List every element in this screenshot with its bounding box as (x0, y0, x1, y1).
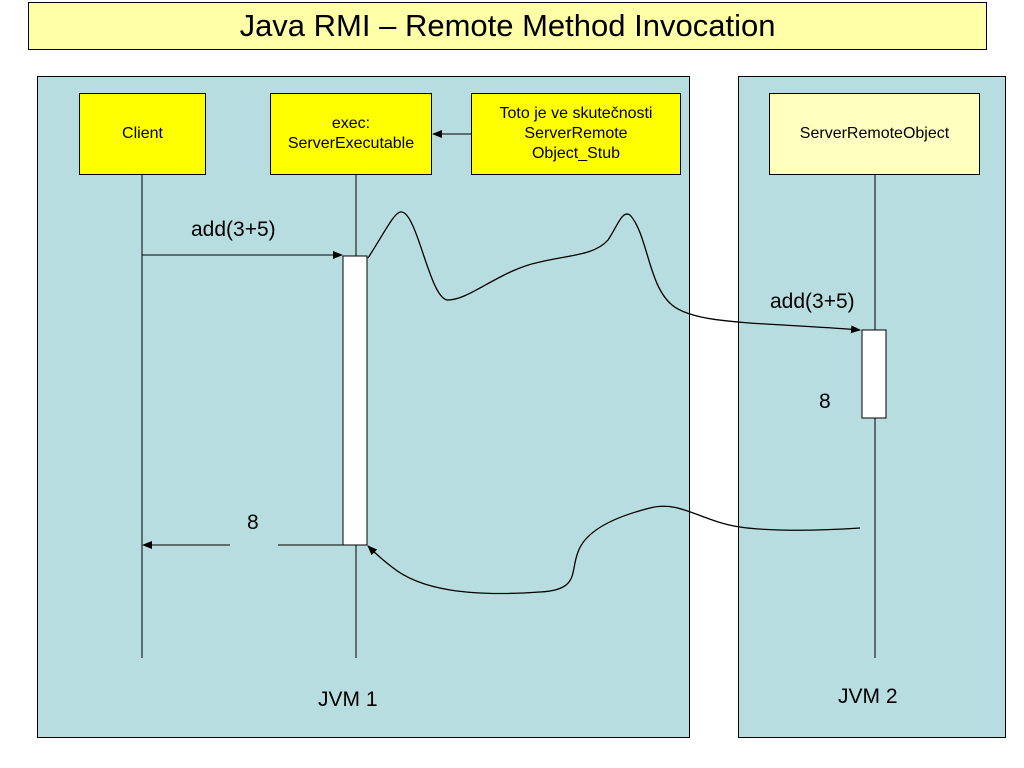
page-title-text: Java RMI – Remote Method Invocation (239, 8, 776, 43)
client-result-label: 8 (247, 511, 259, 534)
server-activation-bar (861, 329, 887, 419)
return-label-gap (230, 544, 278, 547)
jvm2-label: JVM 2 (838, 685, 898, 708)
stub-box: Toto je ve skutečnosti ServerRemote Obje… (471, 93, 681, 175)
server-call-label: add(3+5) (770, 290, 855, 313)
network-call-curve (367, 211, 861, 334)
executable-box: exec: ServerExecutable (270, 93, 432, 175)
page-title: Java RMI – Remote Method Invocation (28, 2, 987, 50)
server-box-label: ServerRemoteObject (799, 125, 950, 142)
executable-activation-bar (342, 255, 368, 546)
server-remote-object-box: ServerRemoteObject (769, 93, 980, 175)
jvm1-label: JVM 1 (318, 688, 378, 711)
client-box: Client (79, 93, 206, 175)
server-result-label: 8 (819, 390, 831, 413)
network-return-curve (367, 505, 861, 595)
client-box-label: Client (122, 125, 163, 142)
stub-box-label: Toto je ve skutečnosti ServerRemote Obje… (499, 105, 653, 162)
executable-box-label: exec: ServerExecutable (287, 115, 415, 152)
client-call-label: add(3+5) (191, 218, 276, 241)
